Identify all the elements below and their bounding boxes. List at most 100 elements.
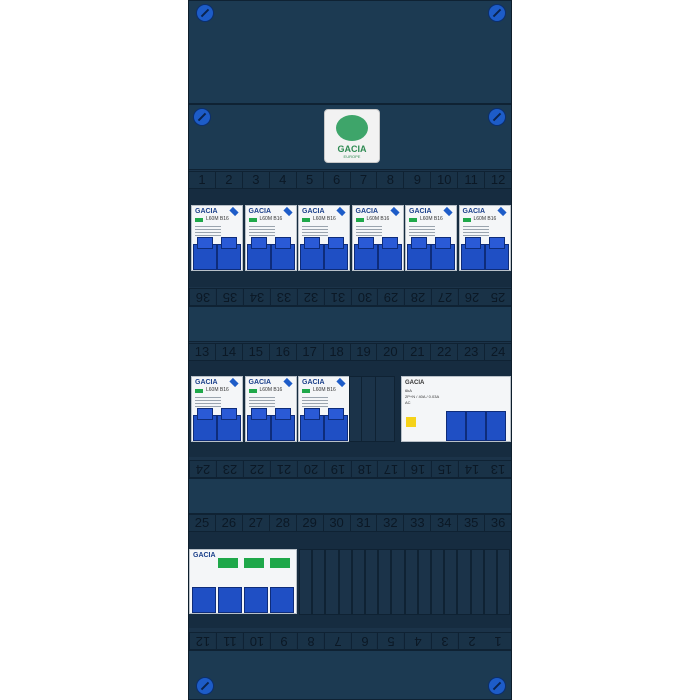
label-line <box>409 229 435 230</box>
label-line <box>409 235 435 236</box>
breaker-brand: GACIA <box>248 379 272 386</box>
bottom-cover-plate <box>189 650 511 700</box>
breaker-toggle[interactable] <box>324 408 348 441</box>
position-number: 28 <box>270 515 297 531</box>
position-number: 26 <box>458 289 486 305</box>
label-line <box>462 226 489 227</box>
breaker-toggle[interactable] <box>244 587 268 613</box>
position-number: 35 <box>215 289 243 305</box>
indicator <box>355 218 364 222</box>
middle-cover-plate <box>189 306 511 342</box>
breaker-toggle[interactable] <box>218 587 242 613</box>
breaker-toggle[interactable] <box>193 237 217 270</box>
brand-logo: GACIA EUROPE <box>324 109 380 163</box>
brand-diamond-icon <box>496 206 507 217</box>
brand-diamond-icon <box>389 206 400 217</box>
position-number: 6 <box>350 633 378 649</box>
breaker-toggle[interactable] <box>246 237 271 270</box>
indicator <box>302 218 310 222</box>
top-cover-plate <box>189 0 511 104</box>
breaker-model: L60M B16 <box>313 216 336 222</box>
position-number: 11 <box>458 172 486 188</box>
breaker-model: L60M B16 <box>313 387 336 393</box>
breaker-toggle[interactable] <box>270 237 295 270</box>
breaker-model: L60M B16 <box>259 216 283 222</box>
test-button[interactable] <box>406 417 416 427</box>
blank-module-cover <box>417 549 431 615</box>
position-number: 27 <box>243 515 270 531</box>
breaker-toggle[interactable] <box>217 237 241 270</box>
position-number: 3 <box>431 633 459 649</box>
breaker-toggle[interactable] <box>431 237 455 270</box>
breaker-toggle[interactable] <box>377 237 402 270</box>
breaker-toggle[interactable] <box>353 237 378 270</box>
position-number: 36 <box>189 289 216 305</box>
position-number: 27 <box>431 289 459 305</box>
label-line <box>248 400 275 401</box>
breaker-toggle[interactable] <box>193 408 217 441</box>
rcd-toggle[interactable] <box>446 411 466 441</box>
breaker-toggle[interactable] <box>300 237 324 270</box>
label-line <box>355 226 382 227</box>
label-line <box>248 406 275 407</box>
indicator <box>302 389 310 393</box>
position-number: 8 <box>377 172 405 188</box>
label-line <box>462 229 489 230</box>
breaker-toggle[interactable] <box>484 237 509 270</box>
label-line <box>248 403 275 404</box>
middle-cover-plate <box>189 478 511 514</box>
breaker-toggle[interactable] <box>246 408 271 441</box>
rcd-toggle[interactable] <box>486 411 506 441</box>
breaker-toggle[interactable] <box>460 237 485 270</box>
breaker-toggle[interactable] <box>407 237 431 270</box>
label-line <box>195 403 221 404</box>
position-number: 29 <box>297 515 324 531</box>
breaker-brand: GACIA <box>195 379 218 386</box>
breaker-model: L60M B16 <box>259 387 283 393</box>
blank-module-cover <box>312 549 326 615</box>
breaker-toggle[interactable] <box>192 587 216 613</box>
label-line <box>355 235 382 236</box>
breaker-toggle[interactable] <box>217 408 241 441</box>
breaker-brand: GACIA <box>302 208 325 215</box>
label-line <box>248 229 275 230</box>
rcd-spec-line: 2P+N / 40A / 0.03A <box>405 394 440 399</box>
blank-module-cover <box>349 376 395 442</box>
breaker-toggle[interactable] <box>300 408 324 441</box>
blank-module-cover <box>378 549 392 615</box>
screw-icon <box>193 108 211 126</box>
rcd-brand: GACIA <box>405 380 425 386</box>
position-number: 20 <box>296 461 324 477</box>
position-number: 29 <box>377 289 405 305</box>
label-line <box>409 232 435 233</box>
position-number: 34 <box>242 289 270 305</box>
globe-icon <box>336 115 368 141</box>
breaker-toggle[interactable] <box>324 237 348 270</box>
position-number: 2 <box>458 633 486 649</box>
position-number: 1 <box>494 634 502 649</box>
breaker-model: L60M B16 <box>206 216 229 222</box>
label-line <box>462 232 489 233</box>
label-line <box>355 229 382 230</box>
rcd-spec-line: 6kA <box>405 388 412 393</box>
rcd-toggle[interactable] <box>466 411 486 441</box>
position-number: 7 <box>351 172 378 188</box>
four-pole-breaker: GACIA <box>189 549 297 614</box>
brand-diamond-icon <box>229 206 239 217</box>
position-number: 24 <box>490 344 506 359</box>
label-line <box>195 400 221 401</box>
position-number: 17 <box>297 344 324 360</box>
breaker-toggle[interactable] <box>270 408 295 441</box>
screw-icon <box>196 4 214 22</box>
label-line <box>302 397 328 398</box>
position-number: 14 <box>216 344 243 360</box>
position-number: 18 <box>324 344 351 360</box>
breaker-toggle[interactable] <box>270 587 294 613</box>
position-number: 13 <box>189 344 216 360</box>
blank-module-cover <box>365 549 379 615</box>
